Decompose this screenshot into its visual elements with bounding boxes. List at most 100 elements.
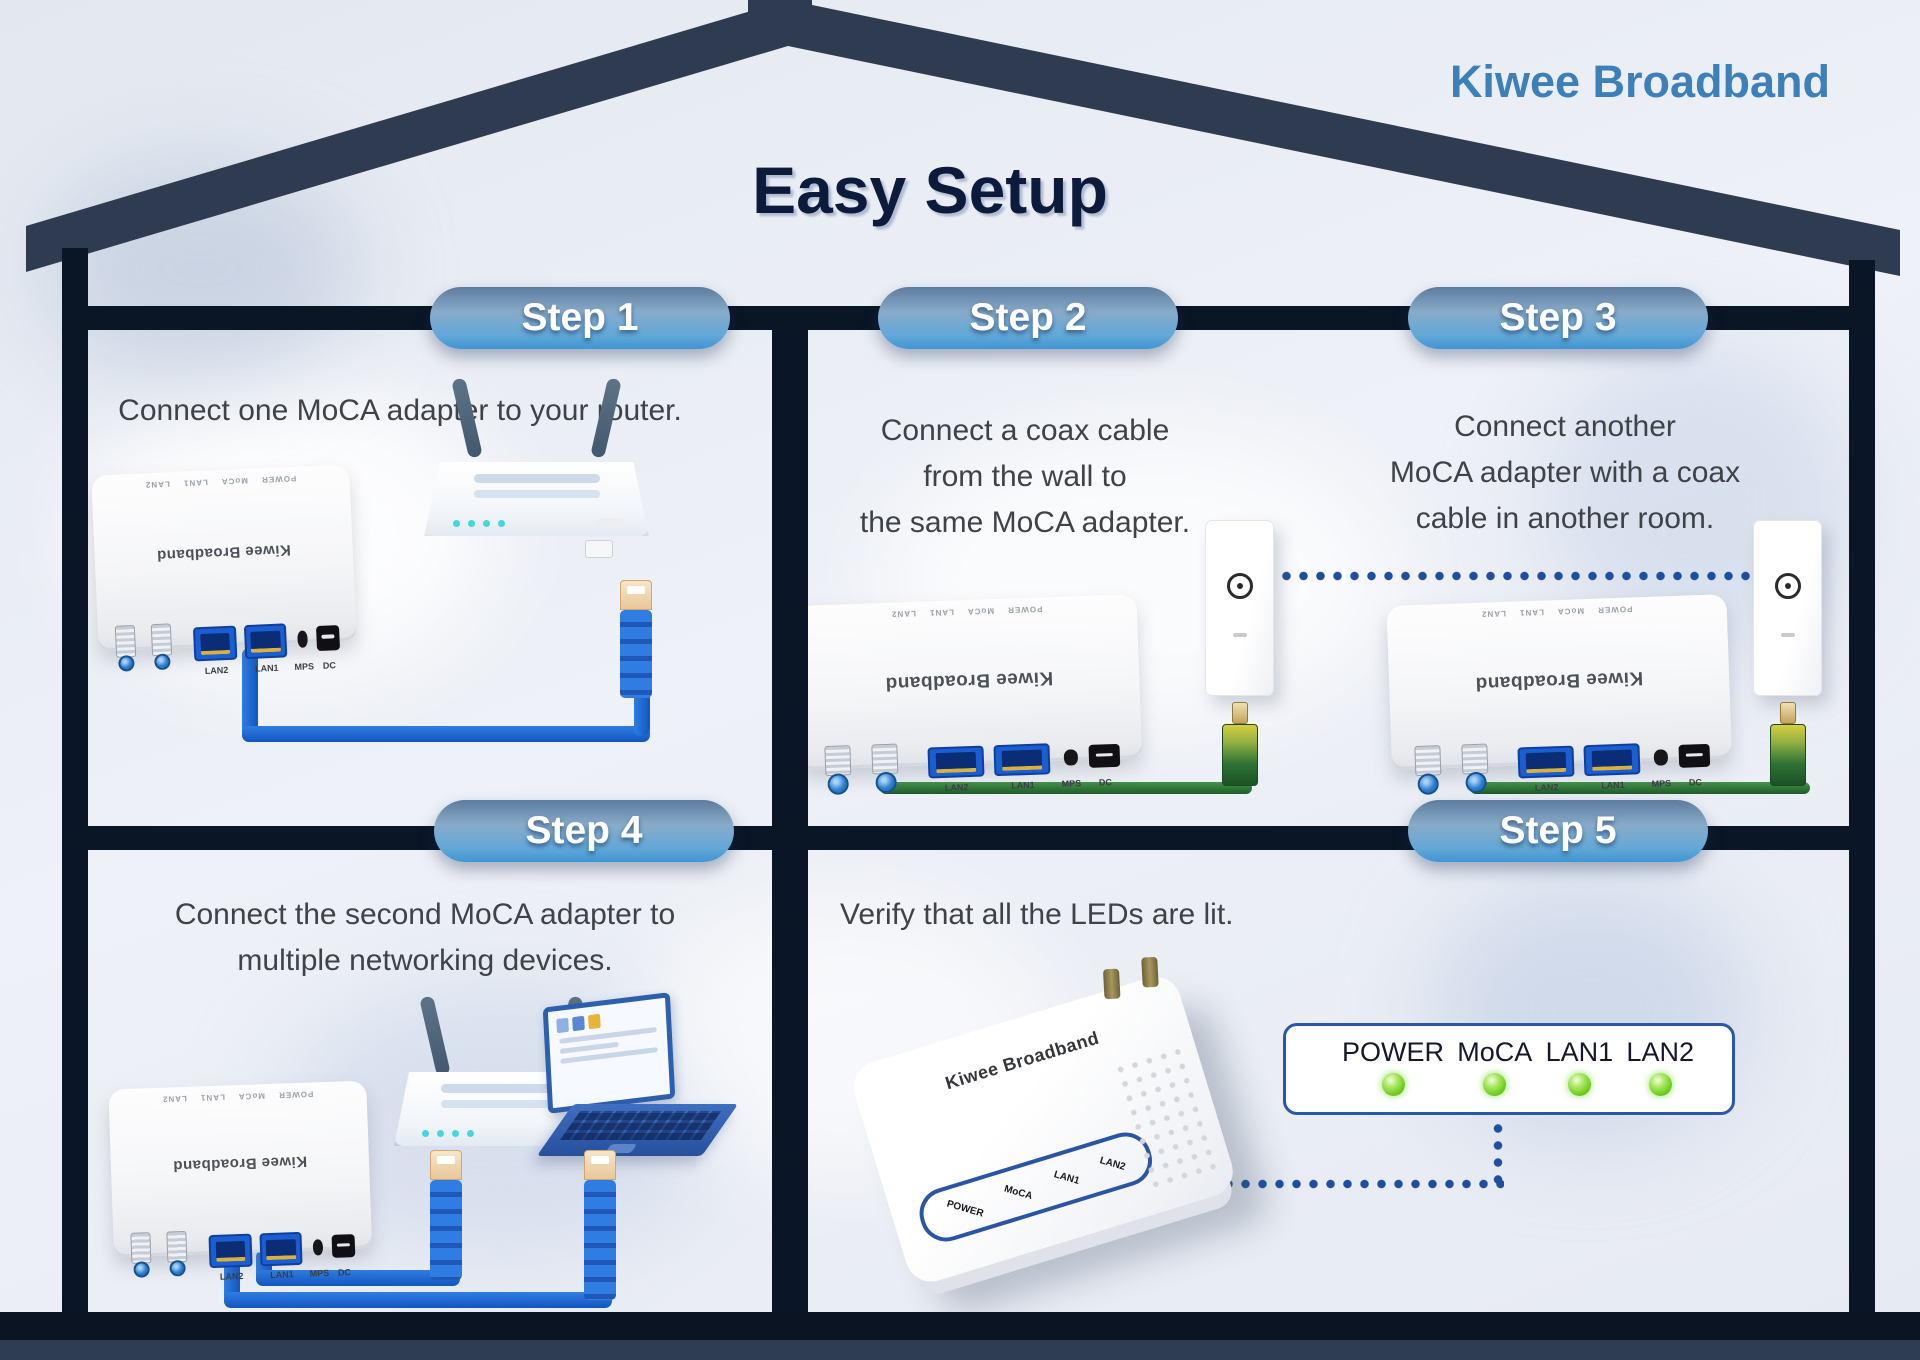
step4-line1: Connect the second MoCA adapter to — [174, 898, 676, 931]
ethernet-plug — [620, 580, 652, 698]
ethernet-plug — [430, 1150, 462, 1280]
step5-badge: Step 5 — [1408, 800, 1708, 862]
step5-instruction: Verify that all the LEDs are lit. — [840, 892, 1300, 938]
laptop-screen — [542, 992, 676, 1114]
step4-instruction: Connect the second MoCA adapter to multi… — [110, 892, 740, 984]
footer-bar — [0, 1340, 1920, 1360]
coax-outlet-icon — [1226, 572, 1253, 599]
green-led-icon — [1648, 1073, 1672, 1096]
led-label-lan2: LAN2 — [1098, 1154, 1127, 1173]
coax-outlet-icon — [1774, 572, 1801, 599]
led-item-power: POWER — [1342, 1037, 1444, 1104]
router-body — [424, 462, 649, 536]
lan2-port — [927, 745, 985, 779]
step3-badge: Step 3 — [1408, 287, 1708, 349]
mps-button — [1063, 749, 1079, 766]
router-lan-port — [585, 540, 613, 558]
lan2-port — [193, 625, 238, 662]
ethernet-plug-tip — [620, 580, 652, 610]
adapter-body: POWER MoCA LAN1 LAN2 Kiwee Broadband — [1386, 594, 1732, 770]
house-floor — [0, 1312, 1920, 1340]
lan1-port — [243, 623, 288, 660]
brand-logo: Kiwee Broadband — [1449, 56, 1830, 107]
step2-instruction: Connect a coax cable from the wall to th… — [820, 408, 1230, 546]
led-item-lan2: LAN2 — [1626, 1037, 1694, 1104]
adapter-front-labels: POWER MoCA LAN1 LAN2 — [1480, 603, 1633, 619]
moca-adapter-3d: Kiwee Broadband POWER MoCA LAN1 LAN2 — [845, 956, 1245, 1288]
mps-button — [312, 1239, 324, 1256]
mps-button — [296, 630, 309, 649]
green-led-icon — [1483, 1073, 1507, 1096]
coax-connector-icon — [1458, 743, 1494, 794]
coax-f-connector — [1222, 702, 1258, 786]
coax-connector-icon — [128, 1232, 155, 1279]
coax-connector-icon — [148, 623, 176, 671]
adapter-brand-label: Kiwee Broadband — [172, 1153, 308, 1175]
ethernet-cable — [256, 1270, 460, 1286]
lan1-port — [259, 1232, 303, 1267]
led-label-lan1: LAN1 — [1051, 1168, 1081, 1187]
adapter-brand-label: Kiwee Broadband — [156, 540, 292, 564]
coax-port-icon — [1141, 956, 1159, 988]
adapter-brand-label: Kiwee Broadband — [1474, 666, 1644, 694]
step1-instruction: Connect one MoCA adapter to your router. — [90, 388, 710, 434]
step3-instruction: Connect another MoCA adapter with a coax… — [1330, 404, 1800, 542]
wall-coax-outlet — [1205, 520, 1274, 696]
led-label-power: POWER — [944, 1198, 985, 1220]
coax-cable-green — [880, 782, 1252, 794]
dotted-connector-line — [1278, 570, 1750, 582]
coax-connector-icon — [868, 743, 904, 794]
lan2-port — [208, 1234, 253, 1268]
step2-line3: the same MoCA adapter. — [859, 506, 1191, 539]
dc-jack — [1678, 743, 1711, 769]
adapter-front-labels: POWER MoCA LAN1 LAN2 — [144, 473, 297, 490]
router-led-lights — [453, 520, 506, 527]
router — [424, 377, 649, 558]
coax-connector-icon — [112, 624, 140, 673]
step3-line1: Connect another — [1454, 410, 1676, 443]
led-indicator-bar: POWER MoCA LAN1 LAN2 — [913, 1126, 1159, 1248]
adapter-body: POWER MoCA LAN1 LAN2 Kiwee Broadband — [796, 594, 1142, 770]
step4-line2: multiple networking devices. — [237, 944, 613, 977]
moca-adapter: POWER MoCA LAN1 LAN2 Kiwee Broadband LAN… — [91, 464, 359, 700]
adapter-brand-label: Kiwee Broadband — [884, 666, 1054, 694]
house-wall-right — [1849, 260, 1875, 1312]
step2-line1: Connect a coax cable — [880, 414, 1170, 447]
coax-connector-icon — [164, 1230, 191, 1277]
step3-line3: cable in another room. — [1415, 502, 1715, 535]
room-divider-vertical — [772, 306, 808, 1312]
moca-adapter: POWER MoCA LAN1 LAN2 Kiwee Broadband LAN… — [108, 1080, 373, 1305]
coax-cable-green — [1470, 782, 1810, 794]
led-item-moca: MoCA — [1457, 1037, 1532, 1104]
ethernet-cable — [224, 1292, 612, 1308]
coax-connector-icon — [1410, 744, 1446, 795]
adapter-3d-body: Kiwee Broadband POWER MoCA LAN1 LAN2 — [847, 956, 1240, 1288]
step1-line1: Connect one MoCA adapter to your router. — [118, 394, 682, 427]
dc-jack — [331, 1233, 356, 1259]
adapter-front-labels: POWER MoCA LAN1 LAN2 — [161, 1089, 314, 1104]
green-led-icon — [1567, 1073, 1591, 1096]
step2-line2: from the wall to — [923, 460, 1127, 493]
led-label-moca: MoCA — [1002, 1183, 1034, 1202]
coax-connector-icon — [820, 744, 856, 795]
router-led-lights — [421, 1130, 474, 1137]
ethernet-plug-body — [620, 610, 652, 698]
led-item-lan1: LAN1 — [1546, 1037, 1613, 1104]
lan1-port — [1583, 743, 1641, 777]
router-button — [598, 518, 625, 527]
mps-button — [1653, 749, 1669, 766]
led-status-panel: POWER MoCA LAN1 LAN2 — [1283, 1023, 1735, 1115]
moca-adapter: POWER MoCA LAN1 LAN2 Kiwee Broadband LAN… — [796, 594, 1143, 816]
adapter-body: POWER MoCA LAN1 LAN2 Kiwee Broadband — [91, 464, 357, 652]
green-led-icon — [1381, 1073, 1405, 1096]
house-wall-left — [62, 248, 88, 1312]
moca-adapter: POWER MoCA LAN1 LAN2 Kiwee Broadband LAN… — [1386, 594, 1733, 816]
step5-line1: Verify that all the LEDs are lit. — [840, 898, 1234, 931]
wall-coax-outlet — [1753, 520, 1822, 696]
laptop — [535, 992, 739, 1160]
lan2-port — [1517, 745, 1575, 779]
coax-port-icon — [1102, 968, 1121, 1000]
router-antenna-icon — [419, 995, 452, 1077]
dc-jack — [1088, 743, 1121, 769]
